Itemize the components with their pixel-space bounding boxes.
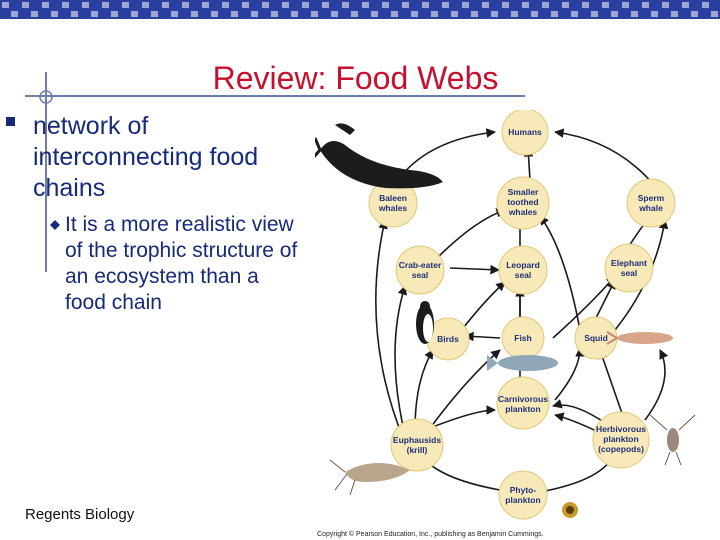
node-label-toothed-1: Smaller bbox=[508, 187, 539, 197]
node-label-crab-2: seal bbox=[412, 270, 429, 280]
node-fish: Fish bbox=[501, 316, 545, 360]
node-label-elephant-2: seal bbox=[621, 268, 638, 278]
slide-title: Review: Food Webs bbox=[212, 60, 499, 96]
node-label-baleen: Baleen bbox=[379, 193, 407, 203]
node-label-leopard-1: Leopard bbox=[506, 260, 540, 270]
deco-crosshair-circle bbox=[39, 90, 53, 104]
figure-copyright: Copyright © Pearson Education, Inc., pub… bbox=[317, 530, 544, 538]
node-label-birds: Birds bbox=[437, 334, 459, 344]
deco-horizontal-line bbox=[25, 95, 525, 97]
node-carnivorous-plankton: Carnivorous plankton bbox=[496, 376, 550, 430]
node-euphausids: Euphausids (krill) bbox=[390, 418, 444, 472]
food-web-diagram: Humans Baleen whales Smaller toothed wha… bbox=[315, 110, 696, 538]
node-crab-eater-seal: Crab-eater seal bbox=[395, 245, 445, 295]
node-label-herb-2: plankton bbox=[603, 434, 638, 444]
node-elephant-seal: Elephant seal bbox=[604, 243, 654, 293]
node-label-crab-1: Crab-eater bbox=[399, 260, 442, 270]
node-label-baleen-2: whales bbox=[378, 203, 408, 213]
square-bullet-icon bbox=[6, 117, 15, 126]
node-label-herb-1: Herbivorous bbox=[596, 424, 646, 434]
node-leopard-seal: Leopard seal bbox=[498, 245, 548, 295]
node-label-krill-2: (krill) bbox=[407, 445, 428, 455]
bullet-2-text: It is a more realistic view of the troph… bbox=[65, 213, 298, 314]
squid-illustration bbox=[606, 331, 673, 345]
node-label-leopard-2: seal bbox=[515, 270, 532, 280]
node-label-sperm-2: whale bbox=[638, 203, 663, 213]
node-label-humans: Humans bbox=[508, 127, 542, 137]
node-sperm-whale: Sperm whale bbox=[626, 178, 676, 228]
node-label-phyto-1: Phyto- bbox=[510, 485, 537, 495]
node-smaller-toothed-whales: Smaller toothed whales bbox=[496, 176, 550, 230]
node-label-carn-1: Carnivorous bbox=[498, 394, 548, 404]
top-checker-bar bbox=[0, 0, 720, 19]
footer-text: Regents Biology bbox=[25, 506, 135, 523]
node-label-toothed-2: toothed bbox=[507, 197, 538, 207]
food-web-arrows bbox=[375, 128, 669, 493]
node-phytoplankton: Phyto- plankton bbox=[498, 470, 548, 520]
node-label-fish: Fish bbox=[514, 333, 531, 343]
node-label-squid: Squid bbox=[584, 333, 608, 343]
fish-illustration bbox=[487, 355, 558, 371]
node-humans: Humans bbox=[501, 110, 549, 156]
phytoplankton-illustration bbox=[562, 502, 578, 518]
node-label-elephant-1: Elephant bbox=[611, 258, 647, 268]
whale-illustration bbox=[315, 123, 443, 189]
node-squid: Squid bbox=[574, 316, 618, 360]
node-herbivorous-plankton: Herbivorous plankton (copepods) bbox=[592, 411, 650, 469]
diamond-bullet-icon bbox=[50, 220, 60, 230]
deco-vertical-line bbox=[45, 72, 47, 272]
node-label-toothed-3: whales bbox=[508, 207, 538, 217]
copepod-illustration bbox=[649, 414, 696, 466]
node-label-sperm-1: Sperm bbox=[638, 193, 665, 203]
node-label-herb-3: (copepods) bbox=[598, 444, 644, 454]
node-label-carn-2: plankton bbox=[505, 404, 540, 414]
penguin-illustration bbox=[416, 301, 434, 344]
node-label-krill-1: Euphausids bbox=[393, 435, 441, 445]
shrimp-illustration bbox=[329, 459, 410, 496]
node-label-phyto-2: plankton bbox=[505, 495, 540, 505]
bullet-1-text: network of interconnecting food chains bbox=[33, 112, 259, 202]
